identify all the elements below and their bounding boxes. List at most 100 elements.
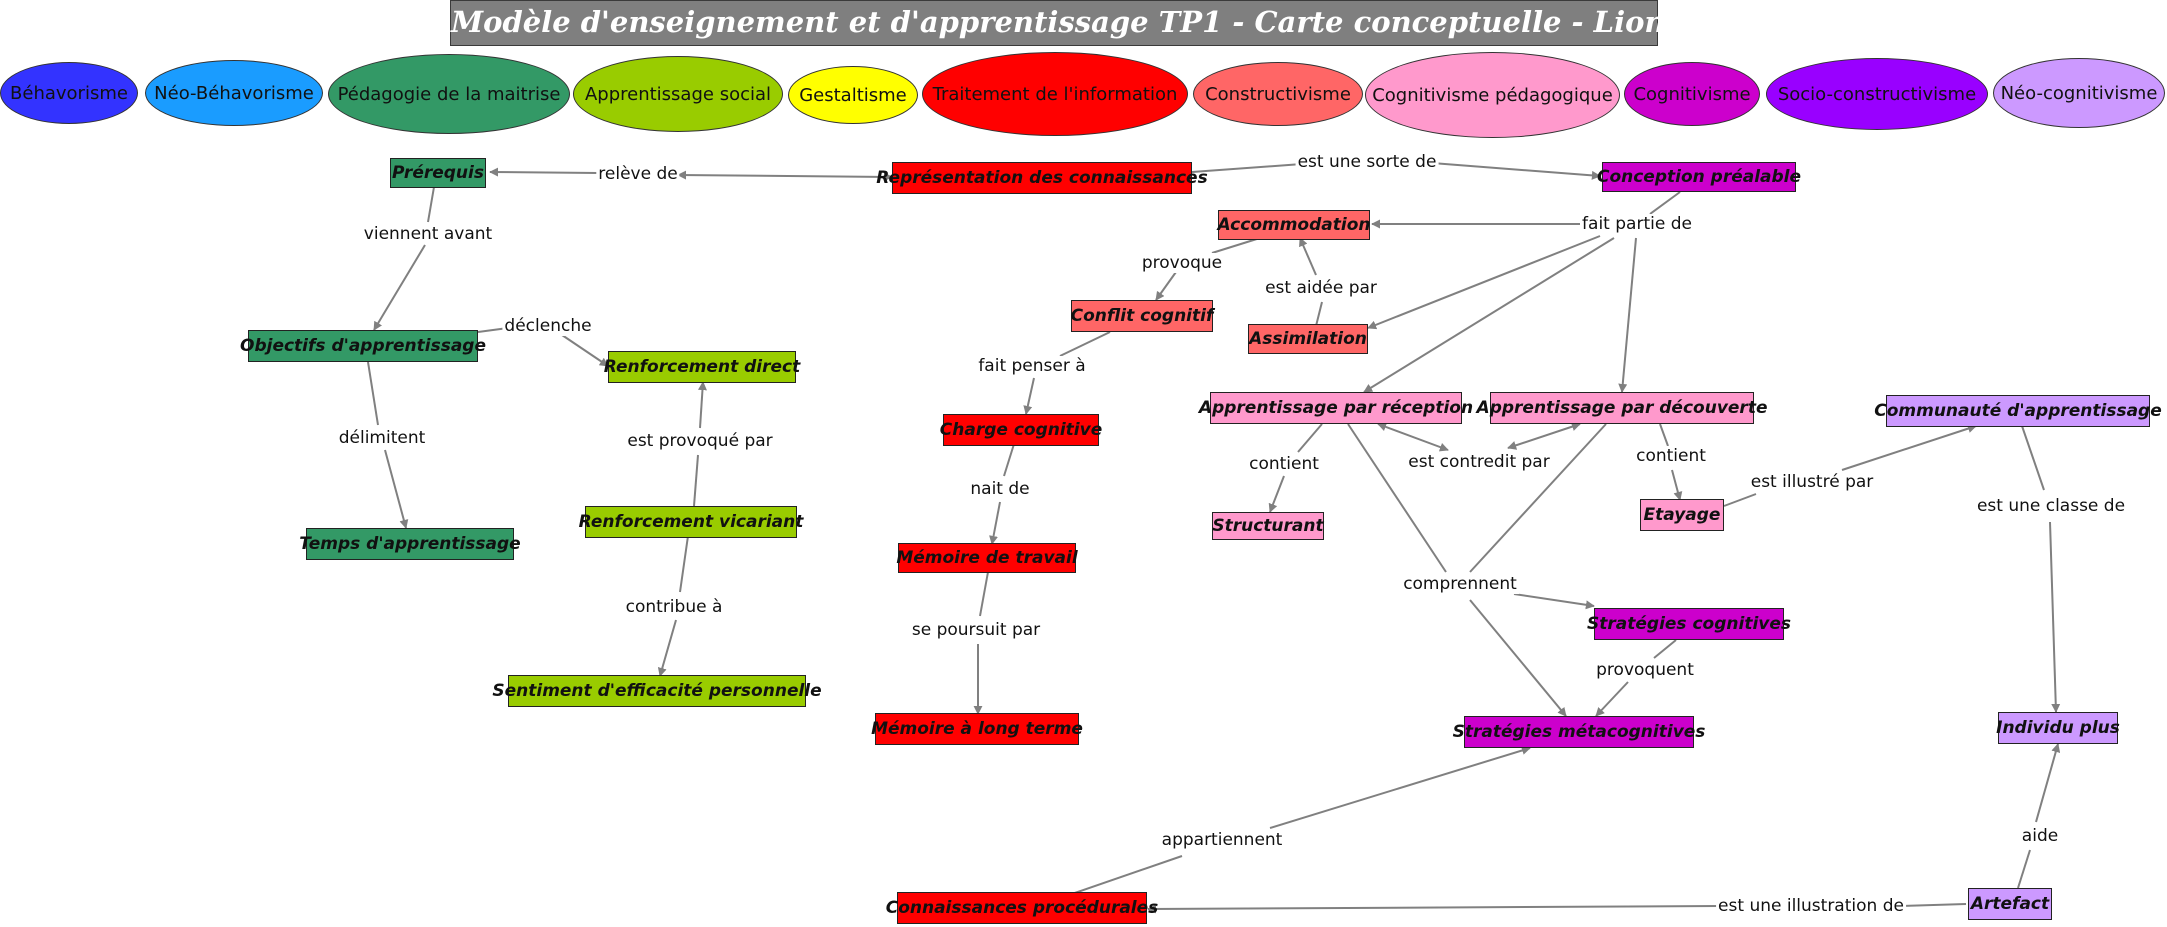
link-illustre-communaute <box>1841 424 1977 471</box>
node-memoire-lt: Mémoire à long terme <box>871 713 1083 745</box>
link-memoire-poursuit <box>979 571 989 617</box>
legend-neo-cognitivisme: Néo-cognitivisme <box>1993 58 2165 128</box>
link-charge-nait <box>1003 443 1015 477</box>
label-contient-decouverte: contient <box>1634 446 1708 466</box>
link-delimitent-temps <box>384 449 409 529</box>
label-est-illustre-par: est illustré par <box>1748 472 1876 492</box>
node-individu: Individu plus <box>1996 712 2120 744</box>
link-reception-contient <box>1297 423 1323 453</box>
node-app-reception: Apprentissage par réception <box>1199 392 1473 424</box>
link-illustration-connaissances <box>1147 904 1721 914</box>
node-renf-vicariant: Renforcement vicariant <box>579 506 803 538</box>
label-contient-reception: contient <box>1247 454 1321 474</box>
link-prerequis-viennent <box>427 186 435 223</box>
label-provoque: provoque <box>1139 253 1225 273</box>
link-artefact-aide <box>2017 849 2031 889</box>
label-fait-penser-a: fait penser à <box>976 356 1088 376</box>
legend-gestaltisme: Gestaltisme <box>788 66 918 124</box>
node-sentiment: Sentiment d'efficacité personnelle <box>492 675 822 707</box>
label-comprennent: comprennent <box>1401 574 1519 594</box>
node-prerequis: Prérequis <box>390 158 486 188</box>
link-declenche-renf <box>561 334 609 367</box>
node-temps: Temps d'apprentissage <box>299 528 521 560</box>
node-renf-direct: Renforcement direct <box>604 351 800 383</box>
label-appartiennent: appartiennent <box>1159 830 1285 850</box>
link-aidee-accommodation <box>1299 237 1317 276</box>
link-connaissances-appartiennent <box>1065 855 1183 897</box>
link-aide-individu <box>2035 743 2061 823</box>
link-representation-sorte <box>1191 163 1303 173</box>
node-conception: Conception préalable <box>1597 162 1801 192</box>
label-est-une-sorte-de: est une sorte de <box>1295 152 1439 172</box>
label-delimitent: délimitent <box>336 428 428 448</box>
link-vicariant-contribue <box>679 535 689 593</box>
node-connaissances-proc: Connaissances procédurales <box>886 892 1158 924</box>
link-prerequis-releve <box>489 167 599 177</box>
link-vicariant-provoque <box>693 454 699 507</box>
link-communaute-classe <box>2021 425 2045 491</box>
link-contribue-sentiment <box>657 619 677 677</box>
label-provoquent: provoquent <box>1594 660 1696 680</box>
label-se-poursuit-par: se poursuit par <box>909 620 1043 640</box>
label-aide: aide <box>2019 826 2061 846</box>
label-fait-partie-de: fait partie de <box>1580 214 1694 234</box>
link-nait-memoire <box>989 501 1001 545</box>
link-contient-etayage <box>1671 469 1683 501</box>
link-provoquent-meta <box>1595 681 1629 717</box>
link-reception-contredit <box>1377 422 1449 452</box>
label-contribue-a: contribue à <box>623 597 725 617</box>
label-est-contredit-par: est contredit par <box>1406 452 1552 472</box>
link-conflit-penser <box>1059 331 1111 357</box>
node-strat-cognitives: Stratégies cognitives <box>1587 608 1791 640</box>
legend-pedagogie-maitrise: Pédagogie de la maitrise <box>328 54 570 134</box>
label-est-une-classe-de: est une classe de <box>1974 496 2128 516</box>
link-decouverte-comprennent <box>1469 423 1607 573</box>
link-contredit-decouverte <box>1507 422 1581 450</box>
node-artefact: Artefact <box>1968 888 2052 920</box>
node-strat-meta: Stratégies métacognitives <box>1453 716 1705 748</box>
link-viennent-objectifs <box>373 244 426 331</box>
legend-constructivisme: Constructivisme <box>1193 62 1363 126</box>
link-classe-individu <box>2049 521 2061 713</box>
legend-socio-constructivisme: Socio-constructivisme <box>1766 58 1988 130</box>
link-cognitives-provoquent <box>1653 639 1677 659</box>
link-contient-structurant <box>1268 475 1285 513</box>
node-structurant: Structurant <box>1212 512 1324 540</box>
label-declenche: déclenche <box>502 316 594 336</box>
link-accommodation-provoque <box>1211 237 1261 254</box>
legend-cognitivisme-pedagogique: Cognitivisme pédagogique <box>1365 52 1620 138</box>
legend-traitement-information: Traitement de l'information <box>922 52 1188 136</box>
legend-apprentissage-social: Apprentissage social <box>573 56 783 132</box>
node-memoire-travail: Mémoire de travail <box>896 543 1078 573</box>
link-faitpartie-assimilation <box>1367 235 1601 330</box>
link-penser-charge <box>1023 377 1035 415</box>
label-releve-de: relève de <box>596 164 680 184</box>
node-etayage: Etayage <box>1640 499 1724 531</box>
link-objectifs-delimitent <box>367 361 379 426</box>
node-accommodation: Accommodation <box>1218 210 1370 240</box>
link-provoque-conflit <box>1155 271 1177 301</box>
link-reception-comprennent <box>1347 423 1447 573</box>
legend-behaviorisme: Béhavorisme <box>0 62 138 124</box>
link-etayage-illustre <box>1723 493 1757 507</box>
label-est-aidee-par: est aidée par <box>1263 278 1379 298</box>
node-communaute: Communauté d'apprentissage <box>1874 395 2162 427</box>
link-faitpartie-reception <box>1363 237 1615 393</box>
link-comprennent-cognitives <box>1513 593 1595 610</box>
node-app-decouverte: Apprentissage par découverte <box>1477 392 1767 424</box>
link-assimilation-aidee <box>1315 301 1323 327</box>
legend-cognitivisme: Cognitivisme <box>1624 62 1760 126</box>
node-charge: Charge cognitive <box>940 414 1102 446</box>
link-sorte-conception <box>1431 162 1601 180</box>
label-viennent-avant: viennent avant <box>361 224 495 244</box>
label-nait-de: nait de <box>968 479 1032 499</box>
node-conflit: Conflit cognitif <box>1071 300 1213 332</box>
link-provoque-direct <box>697 381 707 429</box>
link-decouverte-contient <box>1659 423 1669 447</box>
link-comprennent-meta <box>1469 599 1567 717</box>
link-conception-faitpartie <box>1649 191 1681 215</box>
label-est-une-illustration-de: est une illustration de <box>1716 896 1906 916</box>
link-releve-representation <box>677 170 893 182</box>
node-assimilation: Assimilation <box>1248 324 1368 354</box>
legend-neo-behaviorisme: Néo-Béhavorisme <box>145 60 323 126</box>
